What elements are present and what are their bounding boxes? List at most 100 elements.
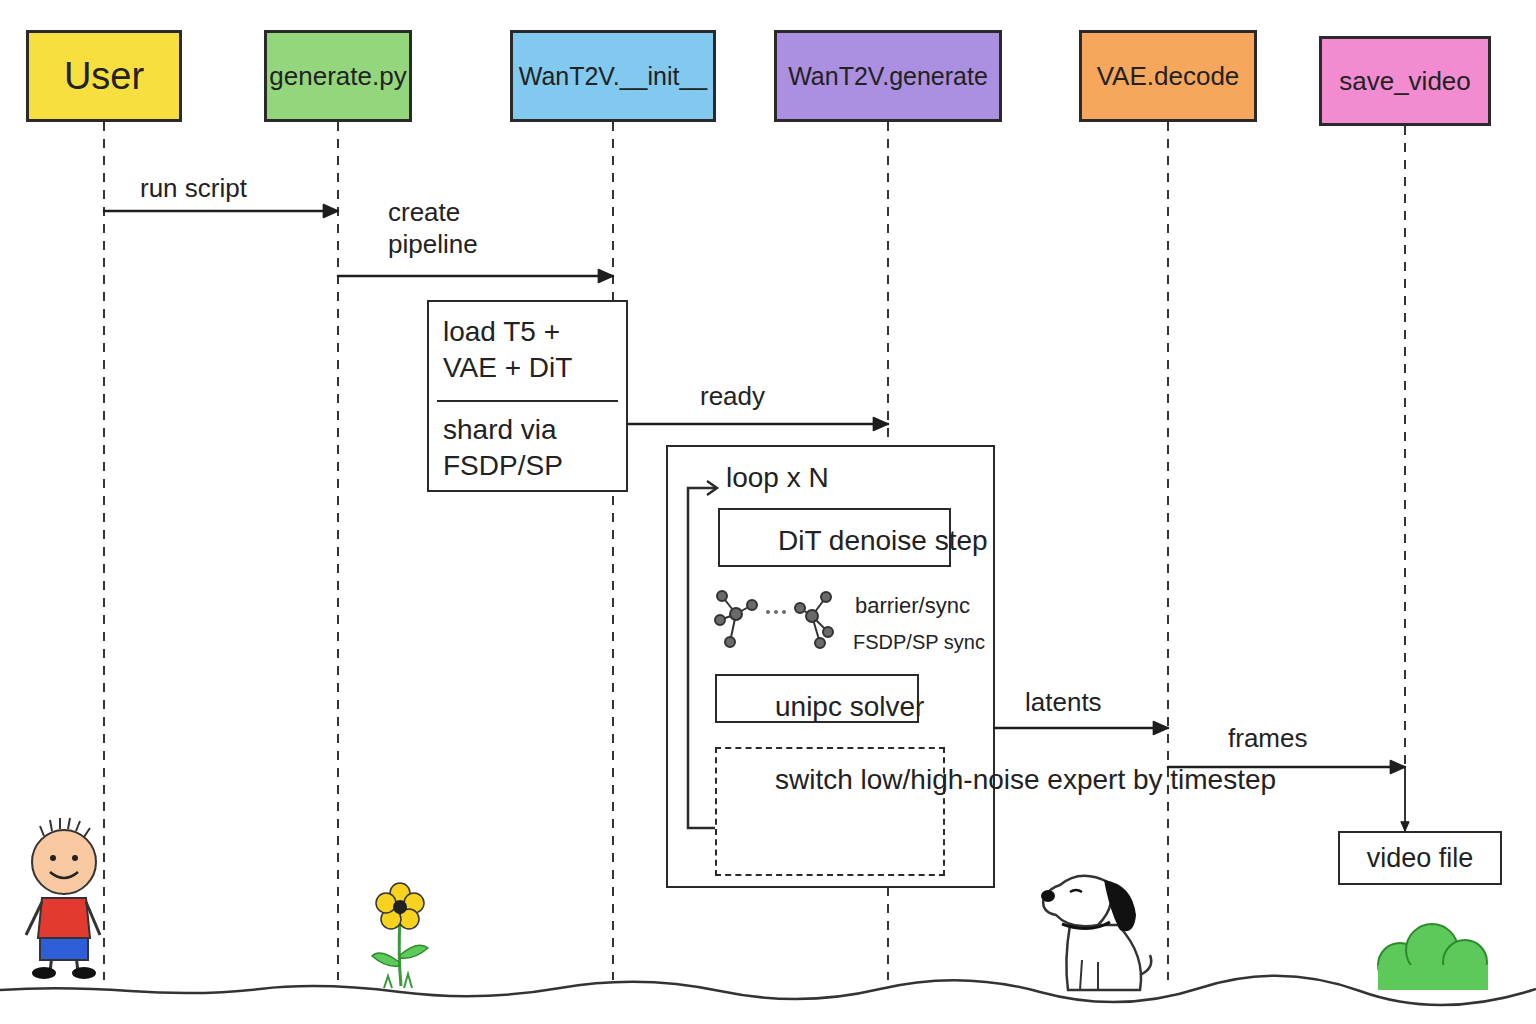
message-label: frames — [1228, 722, 1358, 754]
bush — [1378, 924, 1488, 990]
message-label: create pipeline — [388, 196, 498, 260]
message-label: ready — [700, 380, 830, 412]
flower — [372, 883, 428, 988]
output-box: video file — [1338, 831, 1502, 885]
lifeline — [103, 122, 105, 980]
icon-node — [717, 591, 727, 601]
arrow-line — [995, 727, 1168, 730]
lifeline — [1404, 126, 1406, 768]
lifeline-header: save_video — [1319, 36, 1491, 126]
hair — [40, 818, 90, 837]
icon-dot — [774, 610, 778, 614]
message-arrow — [995, 721, 1168, 734]
leaf — [372, 953, 399, 966]
icon-link — [730, 614, 736, 642]
lifeline-header: WanT2V.generate — [774, 30, 1002, 122]
node-text: load T5 + VAE + DiT — [429, 302, 626, 400]
lifelines — [104, 122, 1405, 980]
icon-node — [806, 610, 818, 622]
dog-leg — [1080, 960, 1098, 990]
message-arrow — [1401, 768, 1409, 831]
loop-line — [688, 488, 716, 828]
arrow-head — [323, 204, 338, 217]
node-text: video file — [1367, 842, 1474, 874]
icon-link — [736, 605, 752, 614]
icon-dot — [782, 610, 786, 614]
dog-tail — [1140, 955, 1151, 975]
dog-head — [1043, 876, 1111, 927]
leaf — [400, 945, 428, 958]
icon-node — [730, 608, 742, 620]
eye — [72, 855, 78, 861]
node-text: save_video — [1339, 66, 1471, 97]
dog-nose — [1041, 890, 1055, 902]
loop-back-arrow — [688, 481, 717, 828]
activation-box: load T5 + VAE + DiTshard via FSDP/SP — [427, 300, 628, 492]
node-text: loop x N — [726, 461, 829, 495]
arrow-line — [628, 423, 888, 426]
node-text: DiT denoise step — [778, 524, 988, 558]
icon-node — [715, 615, 725, 625]
arrow-line — [338, 275, 613, 278]
lifeline — [337, 122, 339, 980]
node-text: VAE.decode — [1097, 61, 1240, 92]
message-label: latents — [1025, 686, 1155, 718]
petal — [376, 893, 396, 913]
arrow-line — [104, 210, 338, 213]
bush-base — [1378, 965, 1488, 990]
icon-node — [823, 627, 833, 637]
icon-node — [815, 638, 825, 648]
shoe — [72, 967, 96, 979]
node-body-text: shard via FSDP/SP — [437, 400, 618, 494]
message-arrow — [104, 204, 338, 217]
smile — [50, 872, 78, 878]
arrow-line — [1168, 766, 1405, 769]
icon-node — [725, 637, 735, 647]
arrow-head — [1401, 822, 1409, 831]
shorts — [40, 936, 88, 960]
icon-link — [812, 597, 826, 616]
arm — [86, 902, 100, 935]
node-text: WanT2V.__init__ — [519, 62, 708, 91]
icon-link — [812, 616, 828, 632]
node-text: User — [64, 55, 144, 98]
shirt — [38, 898, 90, 938]
node-text: WanT2V.generate — [788, 62, 988, 91]
flower-center — [393, 900, 407, 914]
icon-node — [795, 603, 805, 613]
lifeline-header: WanT2V.__init__ — [510, 30, 716, 122]
node-text: unipc solver — [775, 690, 924, 724]
grass — [384, 974, 412, 988]
eye — [50, 855, 56, 861]
dog-collar — [1062, 922, 1110, 929]
stem — [399, 918, 401, 986]
lifeline — [612, 122, 614, 980]
icon-node — [747, 600, 757, 610]
note-box: switch low/high-noise expert by timestep — [715, 747, 945, 876]
icon-link — [800, 608, 812, 616]
sync-network-icon — [715, 591, 833, 648]
arm — [26, 902, 42, 935]
icon-link — [720, 614, 736, 620]
arrow-head — [1153, 721, 1168, 734]
message-arrow — [338, 269, 613, 282]
node-text: generate.py — [269, 61, 406, 92]
message-arrow — [628, 417, 888, 430]
icon-node — [821, 592, 831, 602]
icon-link — [812, 616, 820, 643]
arrow-head — [1390, 760, 1405, 773]
arrow-head — [873, 417, 888, 430]
lifeline-header: VAE.decode — [1079, 30, 1257, 122]
lifeline — [1167, 122, 1169, 980]
loop-head — [707, 481, 717, 495]
loop-frame: loop x N DiT denoise step unipc solver swit… — [666, 445, 995, 888]
dog-body — [1066, 925, 1141, 990]
icon-dot — [766, 610, 770, 614]
shoe — [32, 967, 56, 979]
message-label: run script — [140, 172, 310, 204]
stick-figure — [26, 818, 100, 979]
dog — [1041, 876, 1151, 990]
